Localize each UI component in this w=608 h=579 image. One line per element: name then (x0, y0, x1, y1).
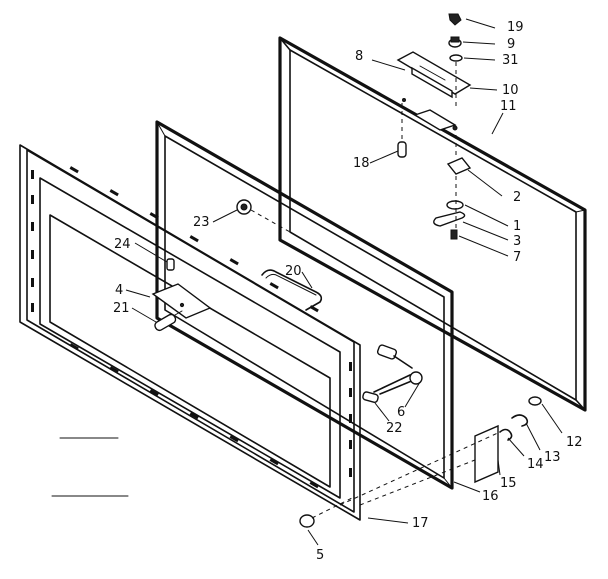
alignment-line (250, 209, 291, 233)
part-5-bumper (299, 514, 315, 528)
middle-door-frame (155, 120, 454, 490)
callout-12: 12 (566, 435, 583, 450)
part-3-hook (433, 211, 466, 227)
callout-7: 7 (513, 250, 521, 265)
callout-21: 21 (113, 301, 130, 316)
part-20-wire-rod (261, 269, 323, 311)
part-8-latch-bracket (396, 51, 472, 102)
callout-16: 16 (482, 489, 499, 504)
callout-10: 10 (502, 83, 519, 98)
part-18-pin (397, 141, 407, 158)
part-23-grommet (236, 199, 252, 215)
part-7-screw (450, 229, 458, 240)
callout-13: 13 (544, 450, 561, 465)
callout-17: 17 (412, 516, 429, 531)
callout-23: 23 (193, 215, 210, 230)
callout-14: 14 (527, 457, 544, 472)
part-2-bracket (446, 157, 472, 175)
callout-leaders (125, 18, 563, 546)
callout-22: 22 (386, 421, 403, 436)
part-9-bushing (448, 36, 462, 48)
part-24-pin (166, 258, 175, 271)
callout-11: 11 (500, 99, 517, 114)
callout-19: 19 (507, 20, 524, 35)
part-31-washer (449, 54, 463, 62)
part-1-washer (446, 200, 464, 210)
outer-door-frame (278, 36, 587, 412)
callout-4: 4 (115, 283, 123, 298)
callout-2: 2 (513, 190, 521, 205)
part-15-cover-plate (474, 424, 499, 484)
callout-18: 18 (353, 156, 370, 171)
part-22-connector (362, 391, 379, 403)
frame-latch-slot (413, 109, 457, 131)
callout-31: 31 (502, 53, 519, 68)
part-21-latch-handle (154, 310, 183, 332)
part-13-hook (511, 414, 529, 427)
callout-20: 20 (285, 264, 302, 279)
callout-5: 5 (316, 548, 324, 563)
part-14-spring (499, 428, 513, 441)
callout-9: 9 (507, 37, 515, 52)
part-19-knob (448, 13, 462, 26)
frame-hole (452, 125, 458, 131)
callout-6: 6 (397, 405, 405, 420)
front-door-panel (19, 144, 361, 521)
part-6-switch (373, 344, 423, 395)
part-4-plate (151, 283, 212, 319)
callout-15: 15 (500, 476, 517, 491)
callout-1: 1 (513, 219, 521, 234)
callout-24: 24 (114, 237, 131, 252)
part-12-spring (528, 396, 542, 406)
callout-3: 3 (513, 234, 521, 249)
callout-8: 8 (355, 49, 363, 64)
alignment-line (339, 431, 501, 506)
